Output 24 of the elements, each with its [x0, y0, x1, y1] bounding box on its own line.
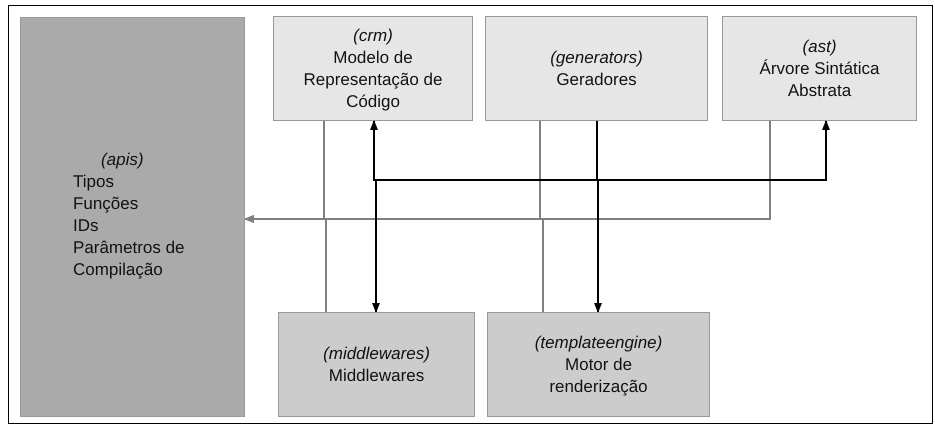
module-box: [273, 16, 473, 121]
arrow: [244, 121, 771, 223]
arrow: [596, 120, 830, 181]
module-label: Tipos: [73, 171, 114, 193]
module-box: [722, 16, 917, 121]
module-tag: (crm): [353, 24, 393, 46]
module-tag: (apis): [101, 149, 144, 171]
module-label: IDs: [73, 215, 98, 237]
module-label: Árvore Sintática Abstrata: [758, 58, 880, 102]
module-tag: (middlewares): [323, 342, 430, 364]
module-label: Middlewares: [328, 364, 424, 386]
module-label: Modelo de Representação de Código: [302, 46, 444, 112]
module-tag: (generators): [550, 46, 643, 68]
module-label: Geradores: [556, 68, 637, 90]
module-label: Motor de renderização: [548, 354, 649, 398]
module-tag: (templateengine): [534, 332, 662, 354]
module-box: [278, 312, 475, 417]
module-box: [487, 312, 710, 417]
module-label: Parâmetros de Compilação: [73, 237, 186, 281]
arrow: [594, 121, 602, 313]
module-box: [485, 16, 708, 121]
module-tag: (ast): [802, 36, 836, 58]
module-label: Funções: [73, 193, 138, 215]
api-box: [20, 17, 245, 417]
